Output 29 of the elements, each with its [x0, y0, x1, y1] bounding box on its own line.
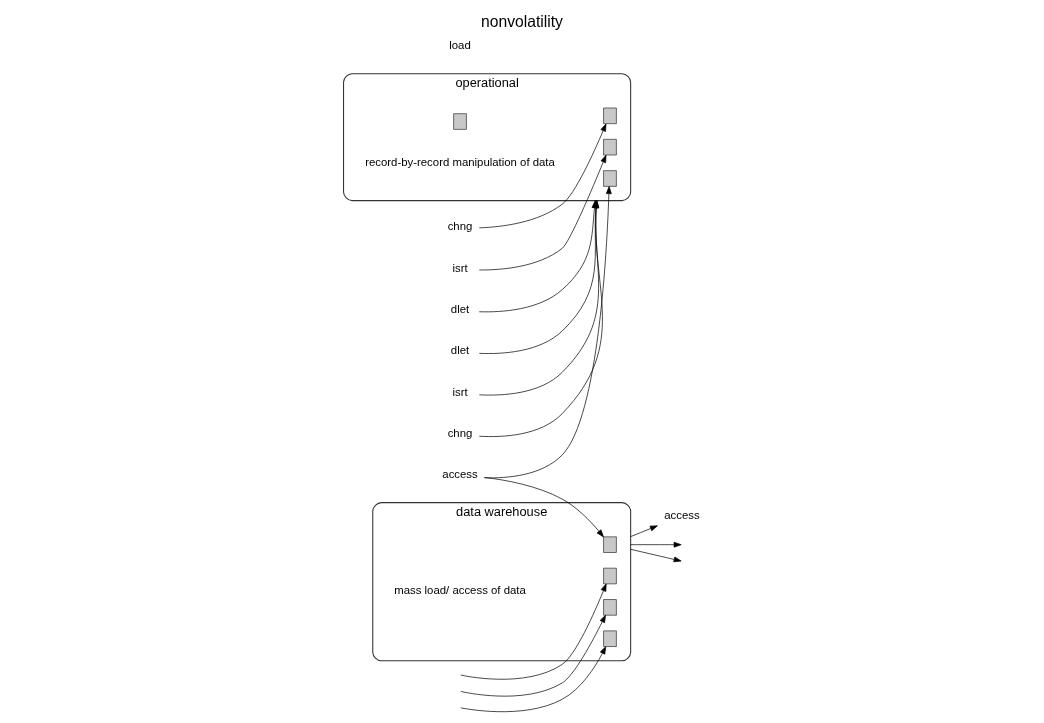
arrow [630, 548, 682, 563]
arrow [460, 614, 606, 697]
node-text: dlet [450, 303, 470, 316]
arrow [630, 541, 682, 548]
arrow [479, 123, 607, 229]
node-box [603, 630, 617, 647]
arrow [630, 525, 658, 537]
node-label: mass load/ access of data [394, 584, 526, 597]
arrow [478, 154, 607, 271]
node-box [603, 170, 617, 187]
node-text: isrt [452, 385, 468, 398]
node-box [603, 536, 617, 553]
node-box [603, 599, 617, 616]
arrow [460, 646, 607, 712]
node-box [603, 138, 617, 156]
arrow [484, 477, 604, 538]
node-text: dlet [450, 344, 470, 357]
node-text: access [442, 468, 478, 481]
node-box [603, 567, 617, 585]
node-text: chng [447, 220, 473, 233]
node-text: access [664, 508, 700, 521]
label: load [449, 39, 471, 52]
node-label: record-by-record manipulation of data [365, 155, 555, 168]
node-text: isrt [452, 261, 468, 274]
diagram-title: nonvolatility [481, 12, 563, 30]
node-box [603, 107, 617, 124]
node-box [453, 113, 467, 130]
arrow [460, 583, 607, 680]
node-text: chng [447, 426, 473, 439]
